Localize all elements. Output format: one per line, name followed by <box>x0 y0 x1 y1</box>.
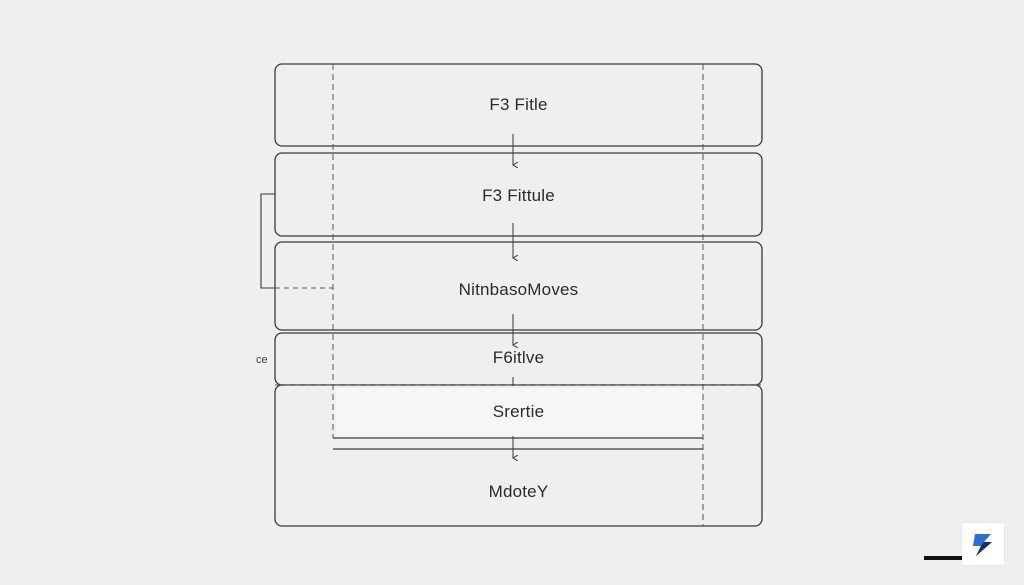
box-3-frame <box>274 241 763 331</box>
box-4-label: F6itlve <box>492 348 545 367</box>
brand-bolt-icon <box>962 523 1004 565</box>
box-1-frame <box>274 63 763 147</box>
box-6-label: MdoteY <box>488 482 549 501</box>
box-3-label: NitnbasoMoves <box>458 280 579 299</box>
side-connector <box>260 193 275 289</box>
logo-dash <box>924 556 962 560</box>
inner-band <box>336 388 702 438</box>
box-1-label: F3 Fitle <box>489 95 548 114</box>
box-5-label: Srertie <box>492 402 545 421</box>
box-2-label: F3 Fittule <box>482 186 555 205</box>
side-label: ce <box>256 354 268 366</box>
